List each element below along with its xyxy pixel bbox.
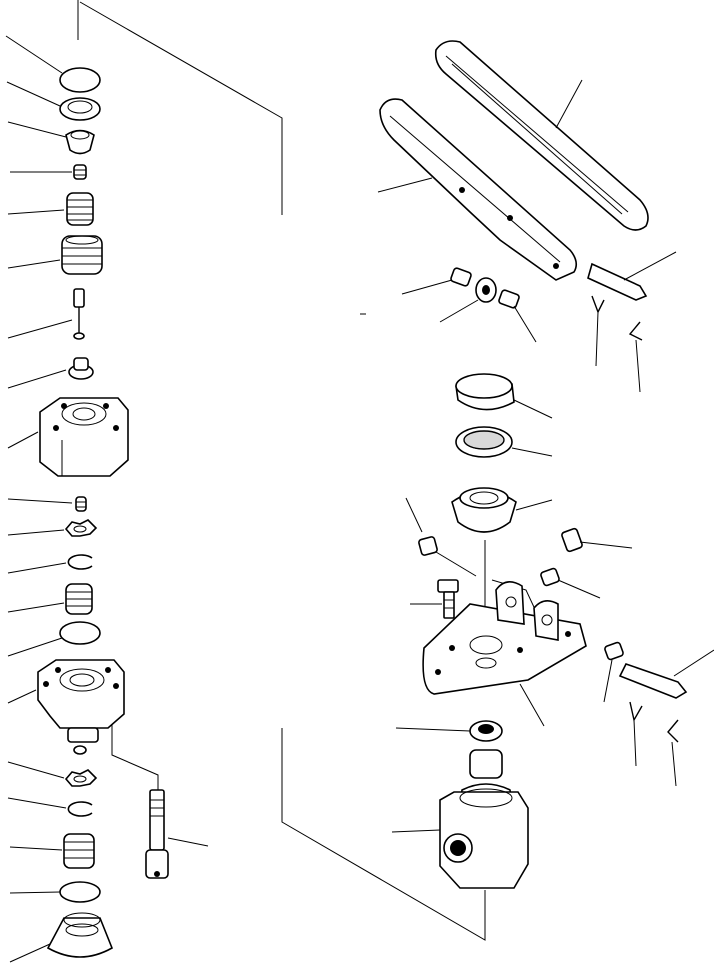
washer [439, 277, 497, 323]
bushing [498, 289, 537, 343]
pedal-arm [377, 98, 578, 281]
cotter-pin-2 [628, 321, 643, 393]
bushing-ring [395, 720, 503, 742]
bolt [145, 789, 209, 879]
spring-2 [7, 583, 93, 615]
nut-2 [603, 641, 624, 703]
base-plug [9, 912, 114, 963]
left-column-parts [5, 35, 209, 963]
snap-ring-2 [7, 797, 93, 817]
large-spring [7, 235, 103, 275]
o-ring-top [5, 35, 101, 93]
small-spring [10, 164, 87, 180]
spring-3 [9, 833, 95, 869]
seal [6, 81, 101, 121]
boot [451, 487, 553, 533]
pin-bolt-2 [618, 649, 714, 699]
o-ring-3 [9, 881, 101, 903]
retainer [7, 357, 94, 389]
nut [540, 567, 601, 599]
assembly-frame-lines [77, 0, 486, 941]
plunger [7, 288, 85, 340]
lower-body [7, 659, 125, 755]
cotter-pin [591, 295, 605, 367]
snap-ring [7, 554, 93, 574]
o-ring-2 [7, 621, 101, 657]
cotter-pin-4 [667, 719, 679, 787]
bracket [422, 579, 587, 727]
pedal [434, 40, 649, 231]
lock-washer [7, 519, 98, 537]
small-spring-2 [7, 496, 87, 512]
cotter-pin-3 [629, 701, 643, 767]
spring [7, 192, 94, 226]
valve-body [7, 397, 129, 477]
pin-bolt [587, 251, 677, 301]
seal-ring [455, 426, 553, 458]
cap [455, 373, 553, 419]
set-screw [561, 527, 633, 553]
right-column-parts [377, 40, 714, 889]
cup [7, 121, 95, 155]
valve-housing [391, 749, 529, 889]
pin-left [401, 267, 472, 295]
bolt-2 [410, 579, 459, 619]
plug [405, 497, 477, 577]
lock-washer-2 [7, 761, 98, 787]
